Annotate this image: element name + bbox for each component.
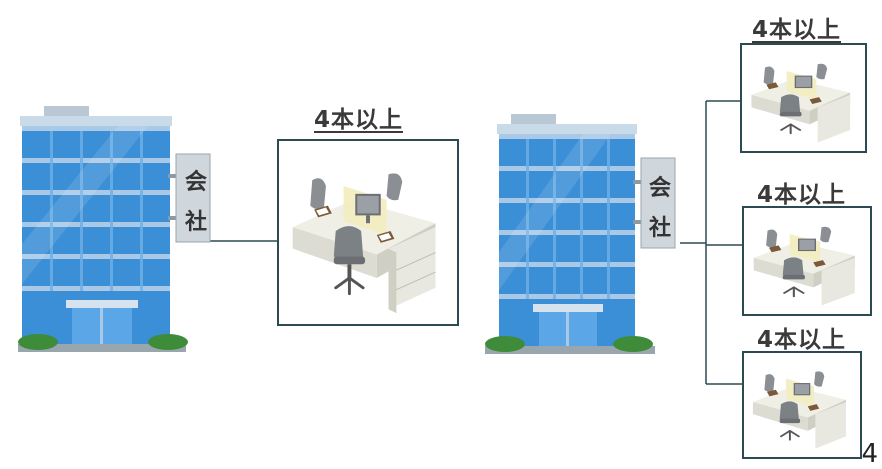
right-company-building bbox=[485, 114, 676, 354]
left-sign-char-1: 会 bbox=[184, 170, 207, 195]
right-office-3-label: 4本以上 bbox=[757, 327, 847, 353]
right-office-2-box bbox=[742, 206, 872, 316]
left-company-building bbox=[18, 106, 211, 352]
left-sign-char-2: 社 bbox=[184, 210, 207, 235]
left-office-box bbox=[277, 139, 459, 326]
office-desk-illustration bbox=[292, 173, 436, 314]
left-office-label: 4本以上 bbox=[314, 107, 404, 133]
page-number: 4 bbox=[861, 439, 878, 469]
right-office-3-box bbox=[742, 351, 862, 459]
right-sign-char-1: 会 bbox=[648, 176, 671, 201]
right-office-1-label: 4本以上 bbox=[752, 17, 842, 43]
right-office-1-box bbox=[740, 43, 867, 153]
right-office-2-label: 4本以上 bbox=[757, 182, 847, 208]
right-sign-char-2: 社 bbox=[648, 216, 671, 241]
